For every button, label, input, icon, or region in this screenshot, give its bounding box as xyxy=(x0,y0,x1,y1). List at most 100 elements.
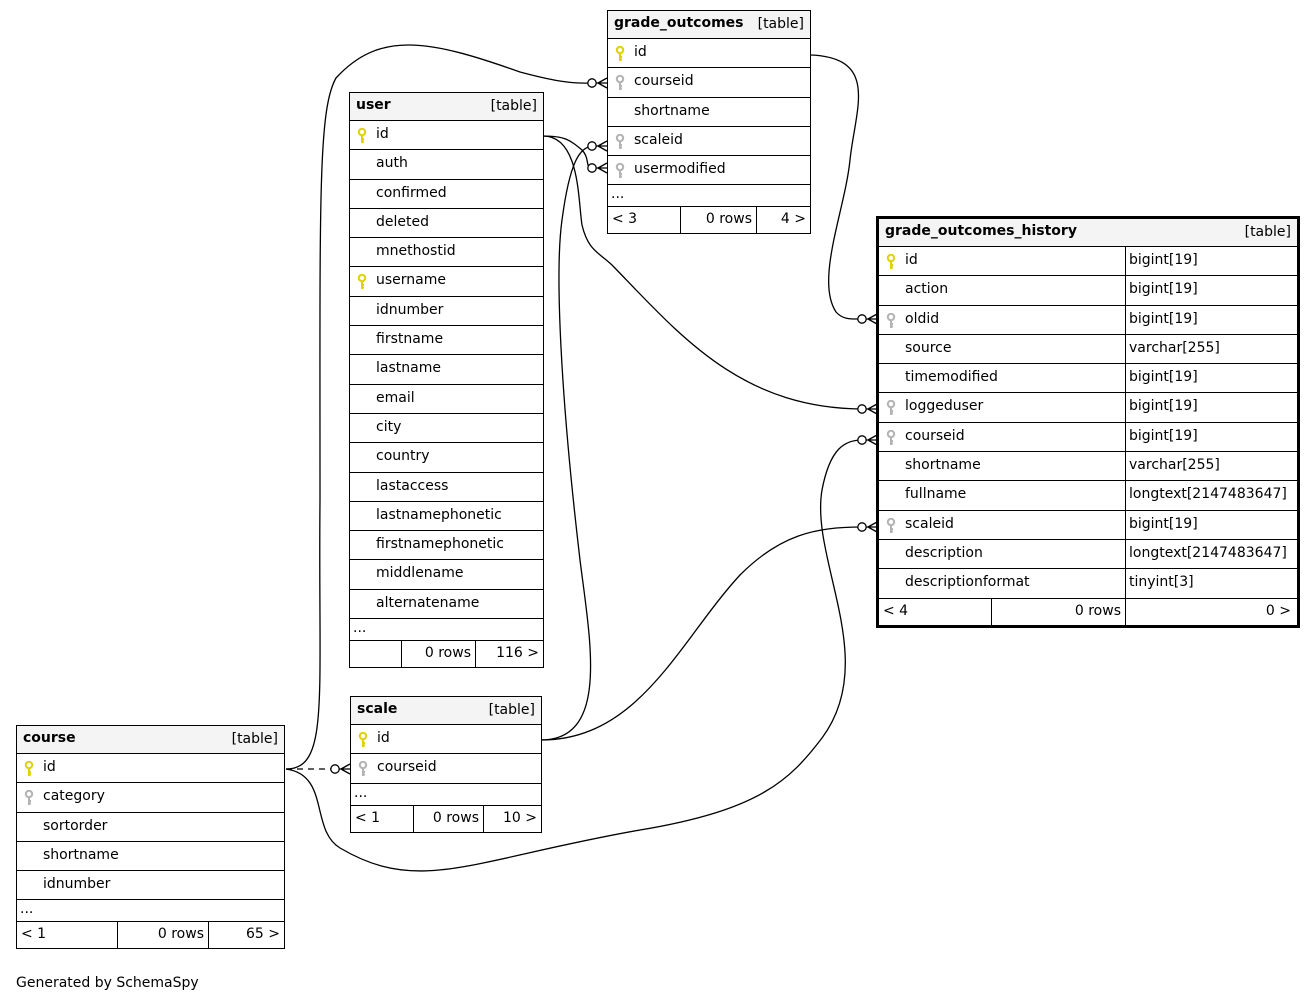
children-count-cell[interactable]: 10 > xyxy=(483,805,541,832)
table-name[interactable]: grade_outcomes_history xyxy=(885,223,1077,239)
column-row[interactable]: firstname xyxy=(350,326,543,356)
more-columns-ellipsis[interactable]: ... xyxy=(351,784,541,806)
table-header: course [table] xyxy=(17,726,284,754)
column-row[interactable]: lastaccess xyxy=(350,473,543,502)
more-columns-ellipsis[interactable]: ... xyxy=(17,900,284,923)
column-row[interactable]: lastname xyxy=(350,355,543,385)
column-row[interactable]: idnumber xyxy=(17,871,284,901)
column-row[interactable]: middlename xyxy=(350,560,543,590)
parents-count: < 4 xyxy=(883,602,909,619)
parents-count-cell[interactable]: < 4 xyxy=(879,599,991,625)
column-row[interactable]: id xyxy=(608,39,810,69)
column-row[interactable]: alternatename xyxy=(350,590,543,620)
primary-key-icon xyxy=(886,253,896,270)
column-divider xyxy=(1125,364,1126,393)
column-row[interactable]: country xyxy=(350,443,543,473)
column-row[interactable]: shortname xyxy=(17,842,284,872)
column-name: shortname xyxy=(905,457,981,474)
table-course[interactable]: course [table] id category sortorder shortn… xyxy=(16,725,285,950)
column-row[interactable]: deleted xyxy=(350,209,543,239)
column-row[interactable]: courseid xyxy=(608,68,810,98)
column-row[interactable]: username xyxy=(350,267,543,297)
row-count: 0 rows xyxy=(432,809,479,826)
column-row[interactable]: id xyxy=(351,725,541,755)
column-row[interactable]: id xyxy=(350,121,543,151)
children-count-cell[interactable]: 116 > xyxy=(475,641,543,668)
table-header: grade_outcomes [table] xyxy=(608,11,810,39)
column-row[interactable]: scaleid xyxy=(608,127,810,157)
column-row[interactable]: auth xyxy=(350,150,543,180)
column-name: courseid xyxy=(634,73,694,90)
column-divider xyxy=(1125,305,1126,334)
table-name[interactable]: grade_outcomes xyxy=(614,15,744,31)
fk-line-user-history xyxy=(542,135,863,410)
parents-count-cell[interactable]: < 1 xyxy=(17,922,117,948)
column-row[interactable]: courseid xyxy=(351,754,541,784)
table-name[interactable]: scale xyxy=(357,701,398,717)
primary-key-icon xyxy=(24,760,34,777)
row-count: 0 rows xyxy=(157,926,204,943)
column-row[interactable]: lastnamephonetic xyxy=(350,502,543,532)
column-name: source xyxy=(905,339,952,356)
children-count: 116 > xyxy=(496,645,539,662)
column-row[interactable]: sortorder xyxy=(17,813,284,842)
column-name: description xyxy=(905,544,983,561)
column-row[interactable]: shortname xyxy=(608,98,810,127)
children-count-cell[interactable]: 4 > xyxy=(756,207,810,234)
column-row[interactable]: email xyxy=(350,385,543,414)
table-type-label: [table] xyxy=(1244,224,1291,240)
more-columns-ellipsis[interactable]: ... xyxy=(608,185,810,208)
column-row[interactable]: usermodified xyxy=(608,156,810,186)
column-row[interactable]: firstnamephonetic xyxy=(350,531,543,561)
table-grade-outcomes[interactable]: grade_outcomes [table] id courseid shortna… xyxy=(607,10,811,235)
table-type-label: [table] xyxy=(231,731,278,747)
column-row[interactable]: mnethostid xyxy=(350,238,543,268)
parents-count: < 1 xyxy=(21,926,47,943)
column-name: shortname xyxy=(43,846,119,863)
primary-key-icon xyxy=(357,127,367,144)
column-row[interactable]: confirmed xyxy=(350,180,543,209)
column-type: bigint[19] xyxy=(1129,252,1198,268)
column-row[interactable]: idnumber xyxy=(350,297,543,327)
column-row[interactable]: category xyxy=(17,783,284,813)
ellipsis-text: ... xyxy=(20,901,34,918)
column-divider xyxy=(1125,569,1126,598)
column-row[interactable]: id xyxy=(17,754,284,784)
parents-count-cell[interactable]: < 1 xyxy=(351,806,413,832)
children-count-cell[interactable]: 65 > xyxy=(208,922,284,949)
foreign-key-icon xyxy=(615,133,625,150)
fk-end-goh-courseid xyxy=(857,435,867,445)
more-columns-ellipsis[interactable]: ... xyxy=(350,619,543,642)
table-header: grade_outcomes_history [table] xyxy=(879,219,1297,247)
column-row[interactable]: city xyxy=(350,414,543,444)
column-type: longtext[2147483647] xyxy=(1129,486,1287,503)
parents-count-cell[interactable] xyxy=(350,641,401,667)
ellipsis-text: ... xyxy=(611,186,625,203)
row-count: 0 rows xyxy=(705,211,752,228)
column-type: bigint[19] xyxy=(1129,398,1198,415)
column-divider xyxy=(1125,481,1126,510)
parents-count-cell[interactable]: < 3 xyxy=(608,207,680,233)
table-type-label: [table] xyxy=(490,98,537,114)
table-name[interactable]: course xyxy=(23,730,76,746)
children-count-cell[interactable]: 0 > xyxy=(1125,598,1297,625)
table-name[interactable]: user xyxy=(356,97,391,113)
foreign-key-icon xyxy=(615,162,625,179)
column-name: category xyxy=(43,788,105,805)
column-name: usermodified xyxy=(634,161,726,178)
